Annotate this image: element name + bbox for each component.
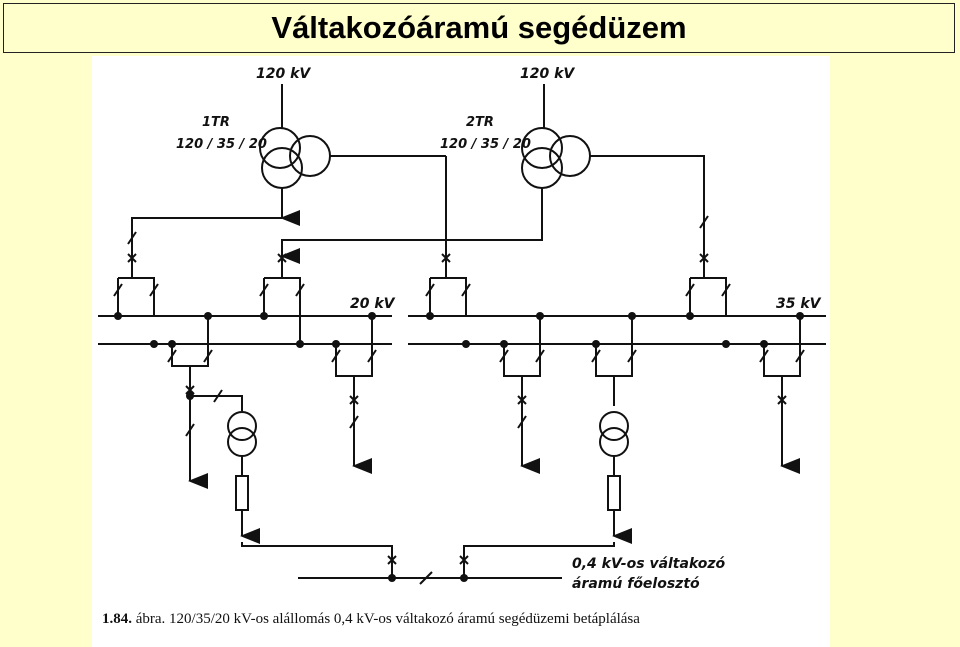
aux-transformer-left-icon xyxy=(227,411,257,457)
circuit-breakers xyxy=(127,253,787,565)
tr1-name-label: 1TR xyxy=(202,115,230,130)
fuse-left xyxy=(235,475,249,511)
caption-text: ábra. 120/35/20 kV-os alállomás 0,4 kV-o… xyxy=(135,611,640,627)
lv-bus-label-line1: 0,4 kV-os váltakozó xyxy=(572,556,726,572)
tr2-ratio-label: 120 / 35 / 20 xyxy=(440,137,531,152)
single-line-diagram: 120 kV 120 kV 1TR 120 / 35 / 20 2TR 120 … xyxy=(92,56,830,647)
junction-dots xyxy=(114,312,804,582)
tr1-ratio-label: 120 / 35 / 20 xyxy=(176,137,267,152)
bus-35kv-label: 35 kV xyxy=(776,296,822,312)
caption-number: 1.84. xyxy=(102,611,132,627)
fuse-right xyxy=(607,475,621,511)
bus-20kv-label: 20 kV xyxy=(350,296,396,312)
slide-title: Váltakozóáramú segédüzem xyxy=(271,10,687,45)
title-bar: Váltakozóáramú segédüzem xyxy=(3,3,955,53)
diagram-svg: 120 kV 120 kV 1TR 120 / 35 / 20 2TR 120 … xyxy=(98,66,826,592)
aux-transformer-right-icon xyxy=(599,411,629,457)
lv-bus-label-line2: áramú főelosztó xyxy=(572,576,700,592)
transformer-1tr-icon xyxy=(259,127,331,189)
feed-label-right: 120 kV xyxy=(520,66,575,82)
disconnectors xyxy=(113,215,805,437)
transformer-2tr-icon xyxy=(521,127,591,189)
tr2-name-label: 2TR xyxy=(466,115,494,130)
figure-caption: 1.84. ábra. 120/35/20 kV-os alállomás 0,… xyxy=(102,611,640,628)
feed-label-left: 120 kV xyxy=(256,66,311,82)
